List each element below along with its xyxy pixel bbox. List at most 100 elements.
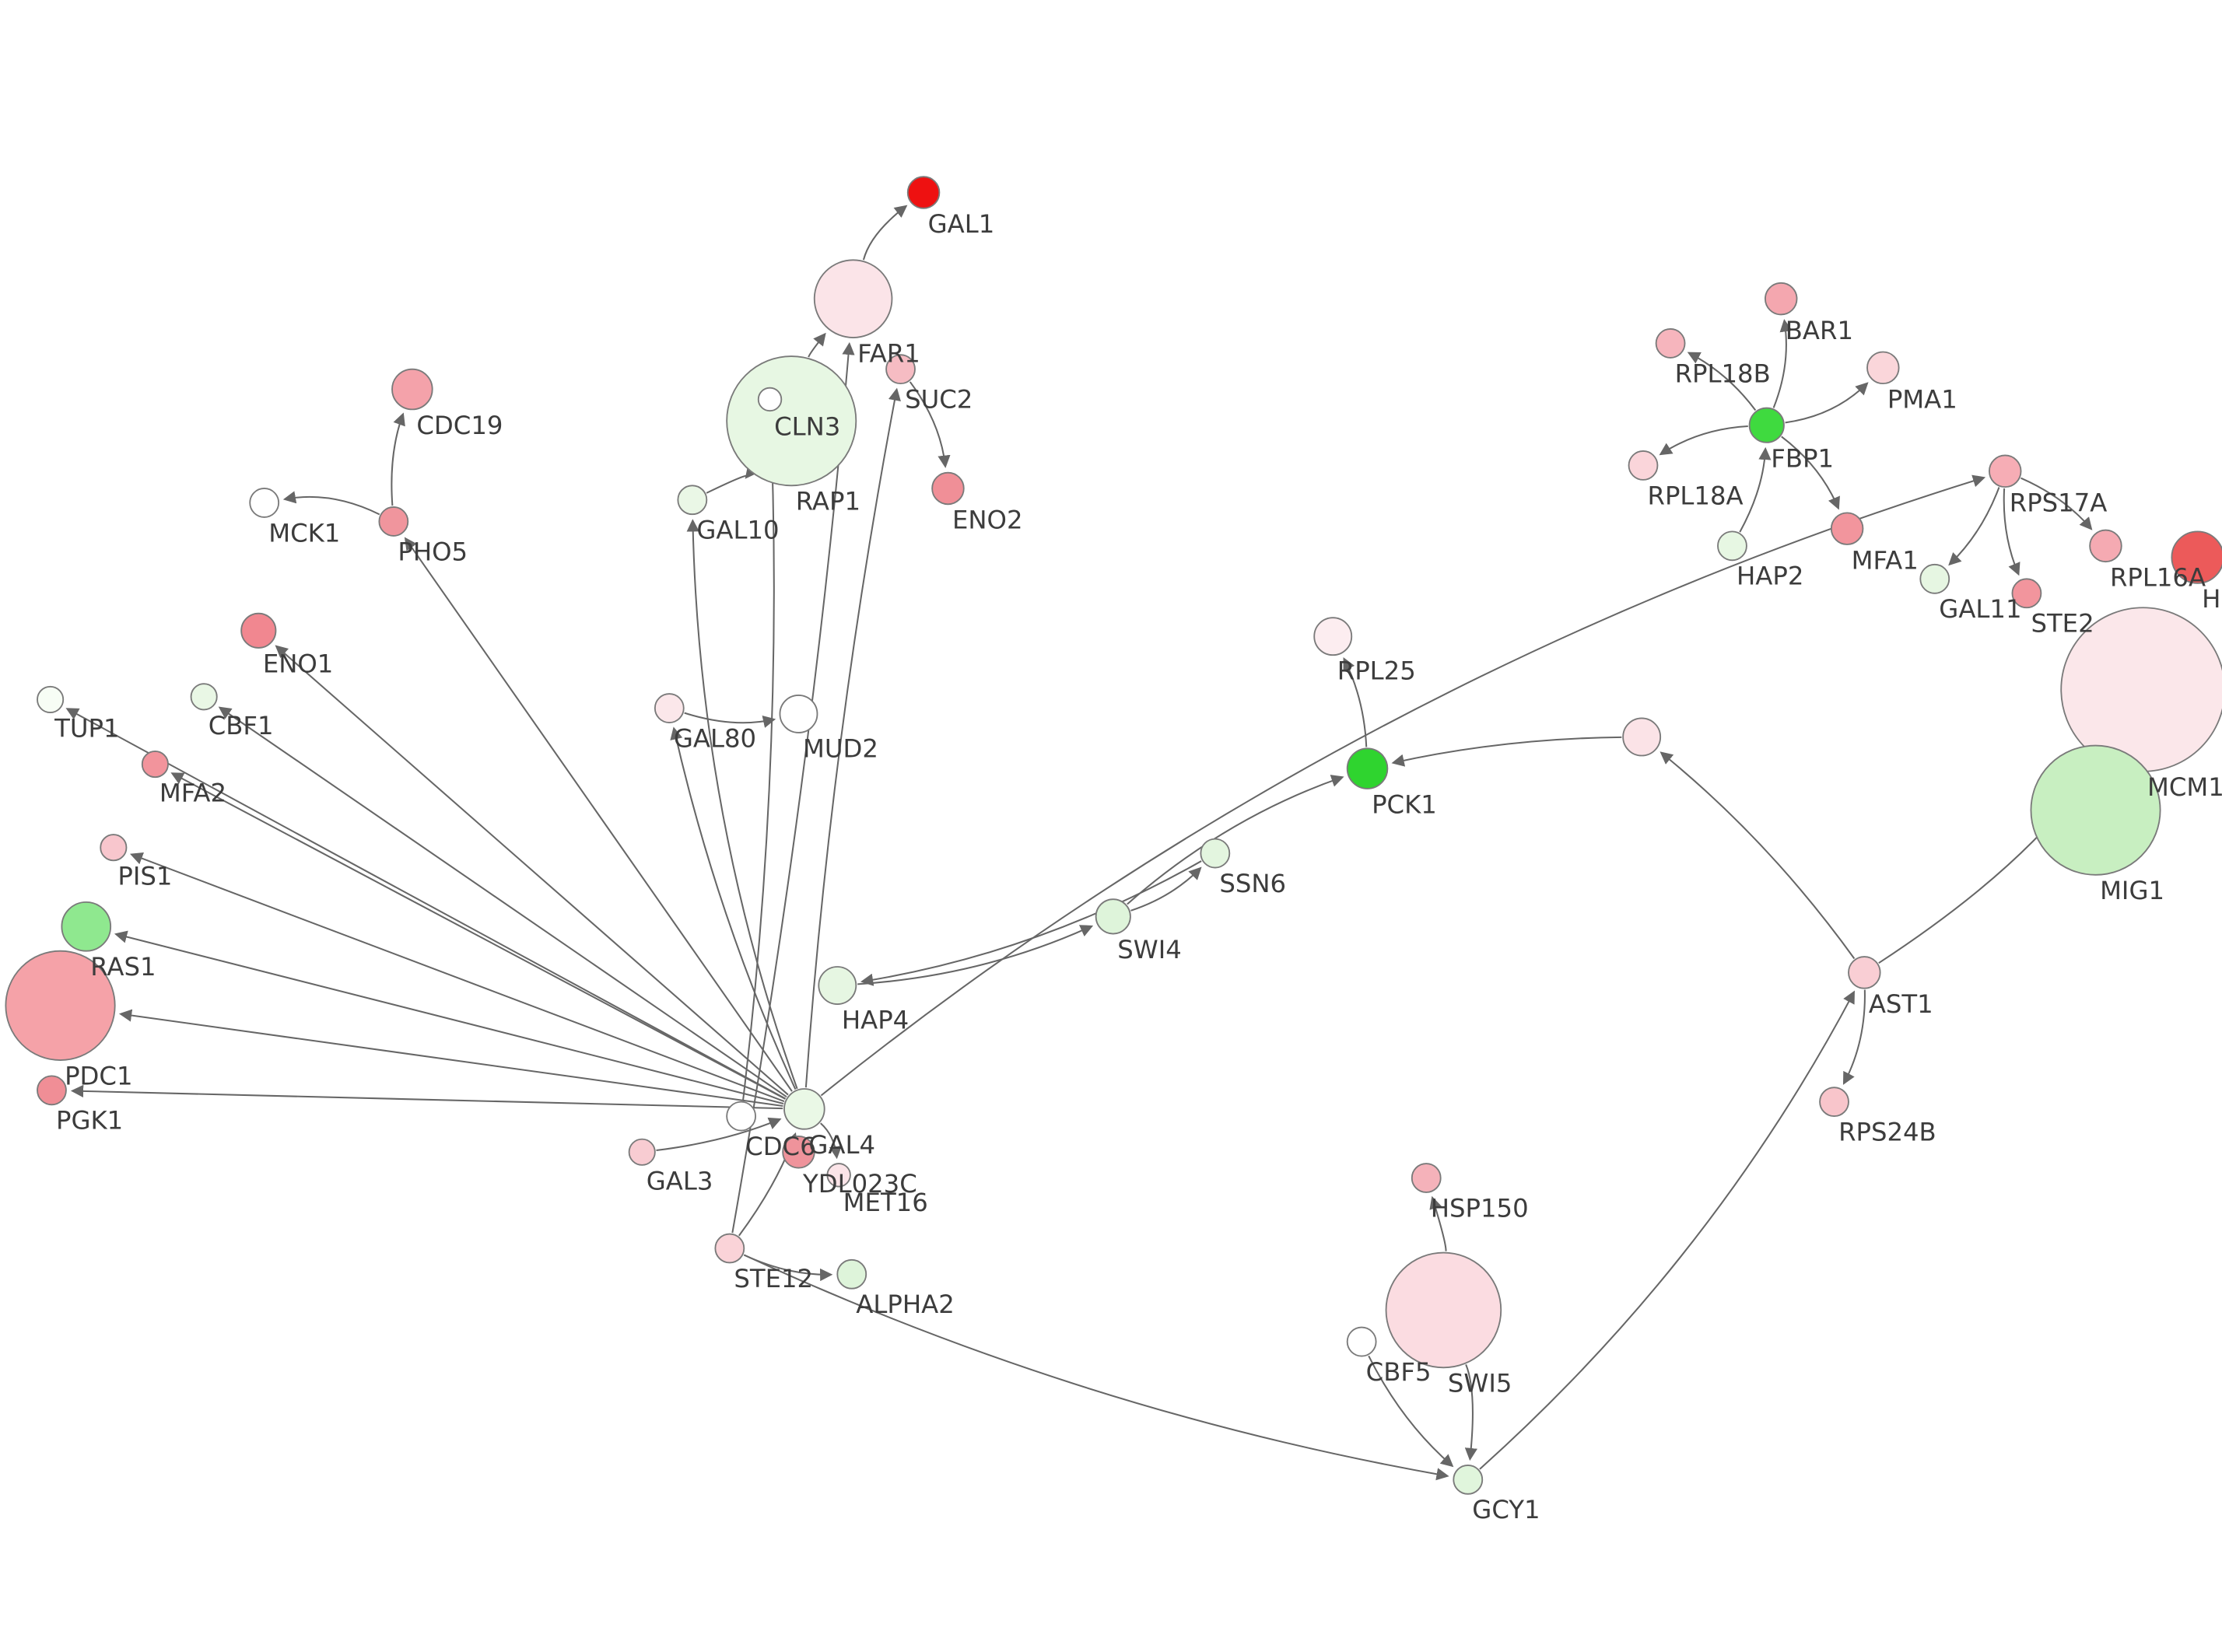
- node-ste2[interactable]: [2011, 578, 2042, 609]
- edge-rps17a-rpl16a[interactable]: [2020, 477, 2093, 530]
- edge-gal4-ras1[interactable]: [114, 930, 784, 1105]
- node-rpl25[interactable]: [1313, 617, 1353, 656]
- edge-pck1-rpl25[interactable]: [1343, 657, 1368, 747]
- edge-hap4-swi4[interactable]: [857, 925, 1094, 985]
- node-eno1[interactable]: [240, 612, 277, 649]
- edge-gal4-tup1[interactable]: [65, 708, 786, 1100]
- node-unnamed[interactable]: [1622, 717, 1662, 757]
- node-swi5[interactable]: [1385, 1251, 1502, 1369]
- edge-gal4-pho5[interactable]: [404, 537, 793, 1092]
- edge-swi5-hsp150[interactable]: [1429, 1195, 1447, 1251]
- node-suc2[interactable]: [885, 354, 916, 385]
- edge-cdc6-cln3[interactable]: [742, 415, 778, 1101]
- node-pis1[interactable]: [100, 834, 128, 862]
- node-fbp1[interactable]: [1748, 407, 1785, 443]
- node-cbf5[interactable]: [1346, 1326, 1377, 1357]
- node-swi4[interactable]: [1095, 898, 1131, 935]
- node-pck1[interactable]: [1346, 747, 1389, 789]
- edge-rps17a-ste2[interactable]: [2003, 488, 2020, 576]
- node-cln3[interactable]: [757, 387, 783, 412]
- edge-fbp1-mfa1[interactable]: [1781, 436, 1840, 510]
- node-mfa1[interactable]: [1830, 512, 1864, 545]
- edge-cbf5-gcy1[interactable]: [1368, 1355, 1454, 1468]
- node-met16[interactable]: [826, 1163, 851, 1188]
- edge-ast1-unnamed[interactable]: [1659, 751, 1856, 960]
- edge-pho5-cdc19[interactable]: [391, 412, 405, 506]
- edge-ast1-rps24b[interactable]: [1842, 989, 1866, 1085]
- node-pho5[interactable]: [378, 506, 409, 537]
- edge-gal4-eno1[interactable]: [275, 645, 789, 1096]
- node-ste12[interactable]: [714, 1233, 745, 1264]
- node-gal3[interactable]: [628, 1138, 656, 1166]
- node-pdc1[interactable]: [5, 950, 116, 1061]
- node-label-tup1: TUP1: [54, 713, 119, 743]
- edge-gal4-rps17a[interactable]: [820, 474, 1986, 1097]
- edge-gal4-cbf1[interactable]: [218, 706, 787, 1097]
- node-ssn6[interactable]: [1200, 838, 1231, 869]
- edge-fbp1-pma1[interactable]: [1785, 382, 1869, 424]
- node-ast1[interactable]: [1848, 956, 1881, 989]
- node-gal11[interactable]: [1919, 563, 1950, 594]
- edge-gal3-gal4[interactable]: [656, 1117, 782, 1152]
- node-far1[interactable]: [813, 259, 893, 338]
- node-cbf1[interactable]: [190, 683, 218, 711]
- edge-unnamed-pck1[interactable]: [1391, 736, 1622, 767]
- edge-pho5-mck1[interactable]: [282, 491, 380, 516]
- node-gcy1[interactable]: [1453, 1464, 1484, 1495]
- node-hap2[interactable]: [1717, 530, 1747, 562]
- edge-hap2-fbp1[interactable]: [1739, 446, 1772, 533]
- edge-ste12-gcy1[interactable]: [743, 1254, 1449, 1481]
- edge-swi4-pck1[interactable]: [1127, 775, 1344, 905]
- node-pgk1[interactable]: [37, 1075, 67, 1106]
- edge-swi5-gcy1[interactable]: [1464, 1364, 1477, 1461]
- node-rpl18b[interactable]: [1655, 328, 1686, 359]
- edge-gal4-met16[interactable]: [820, 1122, 843, 1160]
- node-ydl023c[interactable]: [782, 1136, 815, 1169]
- edge-fbp1-rpl18b[interactable]: [1687, 352, 1757, 411]
- node-tup1[interactable]: [37, 685, 65, 714]
- node-rpl18a[interactable]: [1628, 450, 1659, 481]
- node-gal1[interactable]: [906, 176, 941, 209]
- edge-gal4-pgk1[interactable]: [70, 1084, 783, 1110]
- node-gal4[interactable]: [783, 1088, 825, 1130]
- edge-fbp1-bar1[interactable]: [1772, 319, 1793, 408]
- node-rpl16a[interactable]: [2089, 529, 2122, 563]
- node-rap1[interactable]: [726, 355, 857, 487]
- edge-far1-gal1[interactable]: [862, 205, 908, 261]
- node-mck1[interactable]: [249, 488, 280, 518]
- edge-rap1-far1[interactable]: [808, 332, 826, 358]
- node-cdc19[interactable]: [391, 368, 433, 411]
- node-alpha2[interactable]: [836, 1258, 867, 1290]
- node-rps17a[interactable]: [1989, 454, 2022, 488]
- node-cdc6[interactable]: [726, 1101, 756, 1132]
- edge-gal4-pis1[interactable]: [129, 852, 785, 1103]
- edge-fbp1-rpl18a[interactable]: [1659, 425, 1748, 456]
- edge-gal4-suc2[interactable]: [804, 387, 901, 1088]
- edge-suc2-eno2[interactable]: [909, 381, 951, 468]
- edge-gal4-mfa2[interactable]: [170, 772, 786, 1100]
- edge-rps17a-gal11[interactable]: [1948, 487, 2000, 566]
- node-hsp150[interactable]: [1411, 1163, 1442, 1193]
- node-gal10[interactable]: [677, 485, 708, 516]
- edge-gal10-rap1[interactable]: [706, 464, 759, 494]
- edge-gal4-pdc1[interactable]: [118, 1009, 783, 1107]
- edge-gal4-gal80[interactable]: [670, 726, 797, 1090]
- edge-swi4-ssn6[interactable]: [1130, 866, 1202, 912]
- node-his4[interactable]: [2171, 530, 2222, 584]
- node-mig1[interactable]: [2030, 744, 2161, 876]
- edge-ste12-far1[interactable]: [731, 341, 855, 1234]
- edge-gcy1-ast1[interactable]: [1479, 990, 1855, 1470]
- node-gal80[interactable]: [654, 693, 685, 723]
- edge-gal80-mud2[interactable]: [684, 712, 776, 728]
- node-bar1[interactable]: [1765, 282, 1798, 316]
- node-rps24b[interactable]: [1819, 1087, 1849, 1118]
- node-ras1[interactable]: [61, 901, 112, 952]
- node-eno2[interactable]: [931, 471, 965, 506]
- node-pma1[interactable]: [1866, 351, 1900, 385]
- edge-gal4-gal10[interactable]: [686, 519, 798, 1090]
- node-mfa2[interactable]: [141, 751, 169, 779]
- node-mud2[interactable]: [779, 695, 818, 733]
- node-hap4[interactable]: [818, 966, 857, 1005]
